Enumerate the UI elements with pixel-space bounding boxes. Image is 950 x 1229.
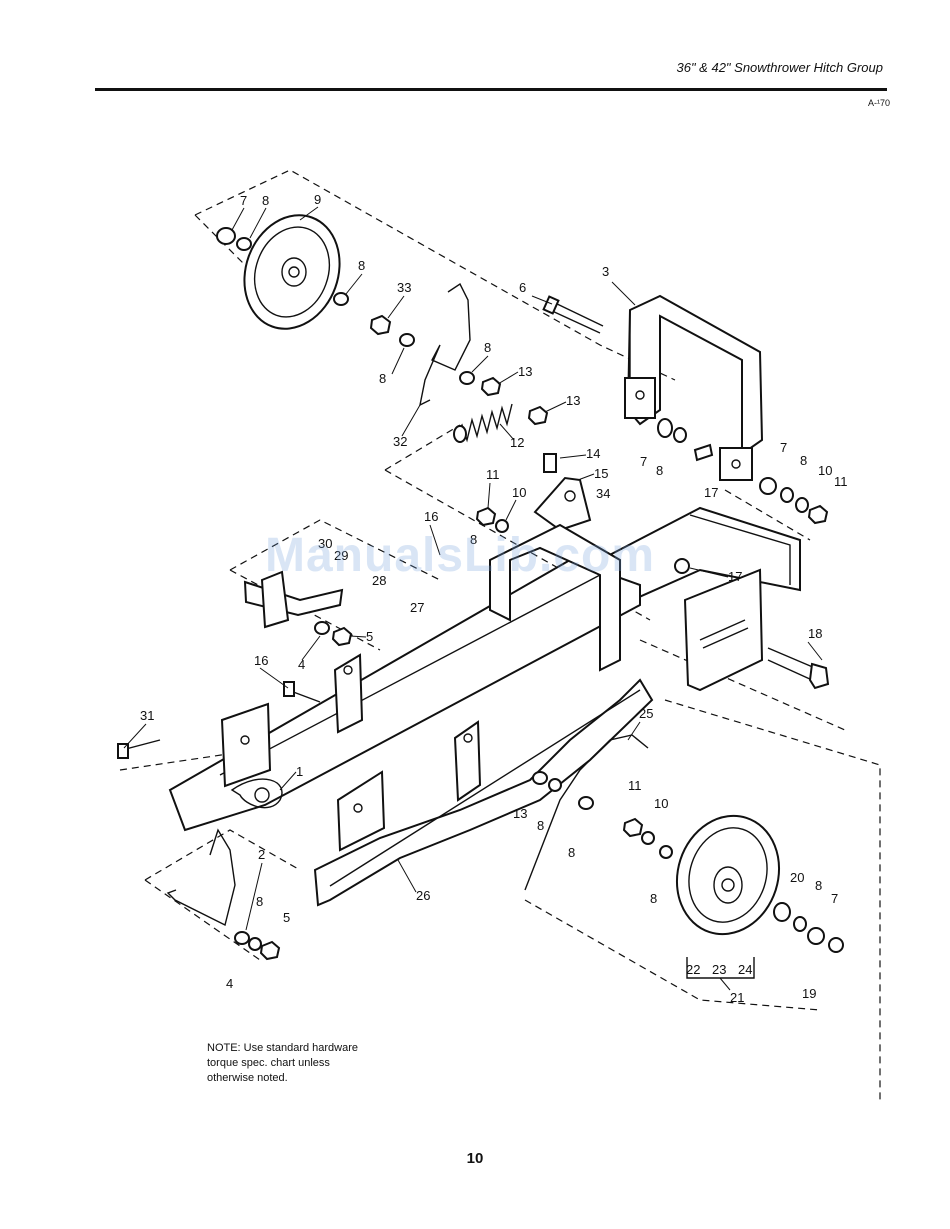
callout: 28 (372, 573, 386, 588)
callout: 33 (397, 280, 411, 295)
idler-pulley-upper (217, 202, 355, 342)
callout: 8 (470, 532, 477, 547)
note-line: torque spec. chart unless (207, 1056, 407, 1071)
note-line: NOTE: Use standard hardware (207, 1041, 407, 1056)
callout: 4 (226, 976, 233, 991)
callout: 11 (628, 778, 642, 793)
callout: 10 (512, 485, 526, 500)
callout: 8 (568, 845, 575, 860)
callout: 17 (704, 485, 718, 500)
callout: 26 (416, 888, 430, 903)
callout: 13 (518, 364, 532, 379)
callout: 31 (140, 708, 154, 723)
callout: 5 (366, 629, 373, 644)
callout: 11 (834, 474, 848, 489)
callout: 22 (686, 962, 700, 977)
callout: 16 (254, 653, 268, 668)
callout: 20 (790, 870, 804, 885)
callout: 8 (537, 818, 544, 833)
callout: 15 (594, 466, 608, 481)
callout: 8 (484, 340, 491, 355)
callout: 10 (818, 463, 832, 478)
callout: 8 (800, 453, 807, 468)
callout: 32 (393, 434, 407, 449)
callout: 13 (566, 393, 580, 408)
callout: 8 (358, 258, 365, 273)
callout: 34 (596, 486, 610, 501)
note-line: otherwise noted. (207, 1071, 407, 1086)
callout: 13 (513, 806, 527, 821)
callout: 9 (314, 192, 321, 207)
callout: 17 (728, 569, 742, 584)
mounting-bracket (625, 296, 827, 523)
callout: 19 (802, 986, 816, 1001)
callout: 8 (656, 463, 663, 478)
callout: 2 (258, 847, 265, 862)
callout: 7 (640, 454, 647, 469)
callout: 30 (318, 536, 332, 551)
callout: 23 (712, 962, 726, 977)
callout: 3 (602, 264, 609, 279)
center-bracket (477, 454, 590, 532)
page-number: 10 (0, 1150, 950, 1167)
callout: 16 (424, 509, 438, 524)
callout: 8 (256, 894, 263, 909)
callout: 7 (831, 891, 838, 906)
callout: 6 (519, 280, 526, 295)
callout: 8 (262, 193, 269, 208)
callout: 5 (283, 910, 290, 925)
callout: 8 (379, 371, 386, 386)
callout: 25 (639, 706, 653, 721)
callout: 7 (780, 440, 787, 455)
callout: 10 (654, 796, 668, 811)
callout: 14 (586, 446, 600, 461)
callout: 4 (298, 657, 305, 672)
callout: 29 (334, 548, 348, 563)
callout: 11 (486, 467, 500, 482)
hardware-note: NOTE: Use standard hardware torque spec.… (207, 1041, 407, 1086)
callout: 8 (650, 891, 657, 906)
callout: 7 (240, 193, 247, 208)
callout: 1 (296, 764, 303, 779)
hardware-upper (371, 284, 603, 442)
callout: 18 (808, 626, 822, 641)
callout: 27 (410, 600, 424, 615)
callout: 24 (738, 962, 752, 977)
callout: 8 (815, 878, 822, 893)
callout: 21 (730, 990, 744, 1005)
